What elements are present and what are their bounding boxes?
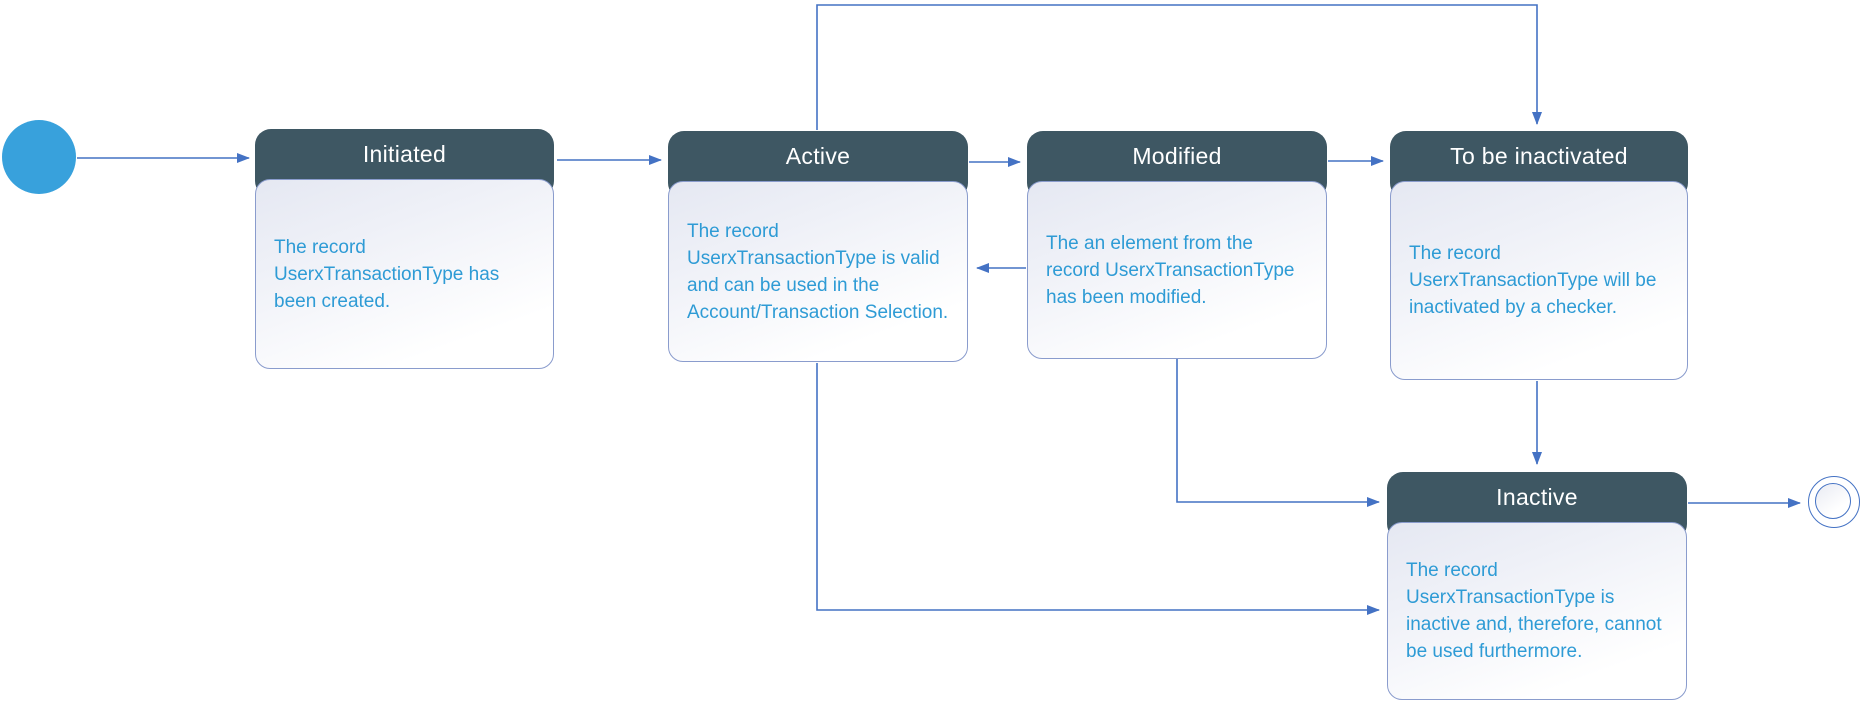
state-active: Active The record UserxTransactionType i… [668,131,968,362]
final-state-inner-circle [1815,483,1851,519]
state-modified: Modified The an element from the record … [1027,131,1327,359]
state-inactive-title: Inactive [1496,484,1578,510]
state-modified-title: Modified [1132,143,1222,169]
state-to-be-inactivated-title: To be inactivated [1450,143,1628,169]
state-active-description: The record UserxTransactionType is valid… [668,181,968,362]
state-inactive-description: The record UserxTransactionType is inact… [1387,522,1687,700]
state-inactive: Inactive The record UserxTransactionType… [1387,472,1687,700]
initial-state-node [2,120,76,194]
final-state-node [1808,476,1860,528]
state-to-be-inactivated-description: The record UserxTransactionType will be … [1390,181,1688,380]
state-modified-description: The an element from the record UserxTran… [1027,181,1327,359]
transition-active-to-tobeinactivated [816,4,1542,130]
state-to-be-inactivated: To be inactivated The record UserxTransa… [1390,131,1688,380]
state-initiated: Initiated The record UserxTransactionTyp… [255,129,554,369]
transition-active-to-inactive [816,363,1380,615]
state-initiated-title: Initiated [362,141,447,167]
state-active-title: Active [785,143,851,169]
state-initiated-description: The record UserxTransactionType has been… [255,179,554,369]
transition-modified-to-inactive [1176,359,1380,507]
